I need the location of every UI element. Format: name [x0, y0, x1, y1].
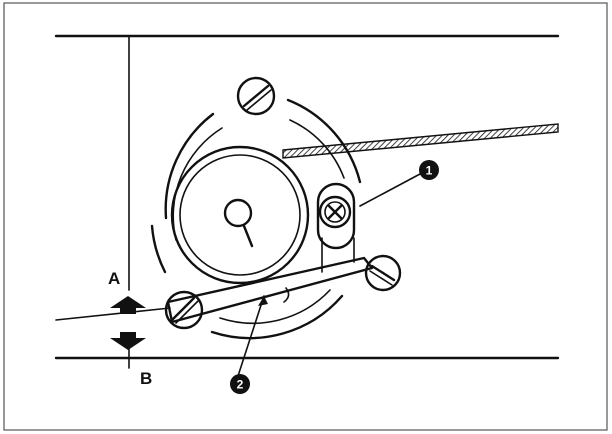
tension-disc-assembly: [150, 98, 362, 340]
tension-disc-outer: [170, 145, 310, 285]
disc-outer-arc-bottom: [210, 294, 344, 340]
thread-guide-lever: [166, 256, 374, 324]
leader-line-2: [237, 295, 265, 377]
diagram-frame: [3, 2, 608, 431]
disc-outer-arc-right: [286, 98, 362, 184]
arrow-up-icon: [110, 296, 146, 314]
disc-inner-arc-right: [289, 119, 345, 179]
label-a: A: [108, 269, 120, 288]
callout-2-badge: 2: [230, 374, 250, 394]
thread-left: [55, 307, 171, 321]
lever-screw-icon: [164, 290, 204, 330]
thread: [282, 123, 559, 159]
center-hole: [223, 198, 253, 228]
disc-outer-arc-lower-left: [150, 224, 167, 274]
arrow-down-icon: [110, 332, 146, 350]
thread-line: [282, 123, 559, 159]
top-screw-icon: [236, 76, 276, 116]
leader-line-1: [359, 173, 421, 207]
callout-2-number: 2: [237, 378, 244, 392]
callout-1-number: 1: [426, 164, 433, 178]
disc-inner-arc-bottom: [219, 289, 331, 325]
center-pin: [242, 224, 254, 248]
callout-1-badge: 1: [419, 160, 439, 180]
leader-arrowhead-2: [258, 296, 268, 306]
phillips-screw-icon: [318, 195, 352, 229]
right-screw-icon: [364, 254, 402, 292]
disc-outer-arc-left: [164, 112, 215, 220]
tension-disc-inner: [179, 154, 301, 276]
label-b: B: [140, 369, 152, 388]
